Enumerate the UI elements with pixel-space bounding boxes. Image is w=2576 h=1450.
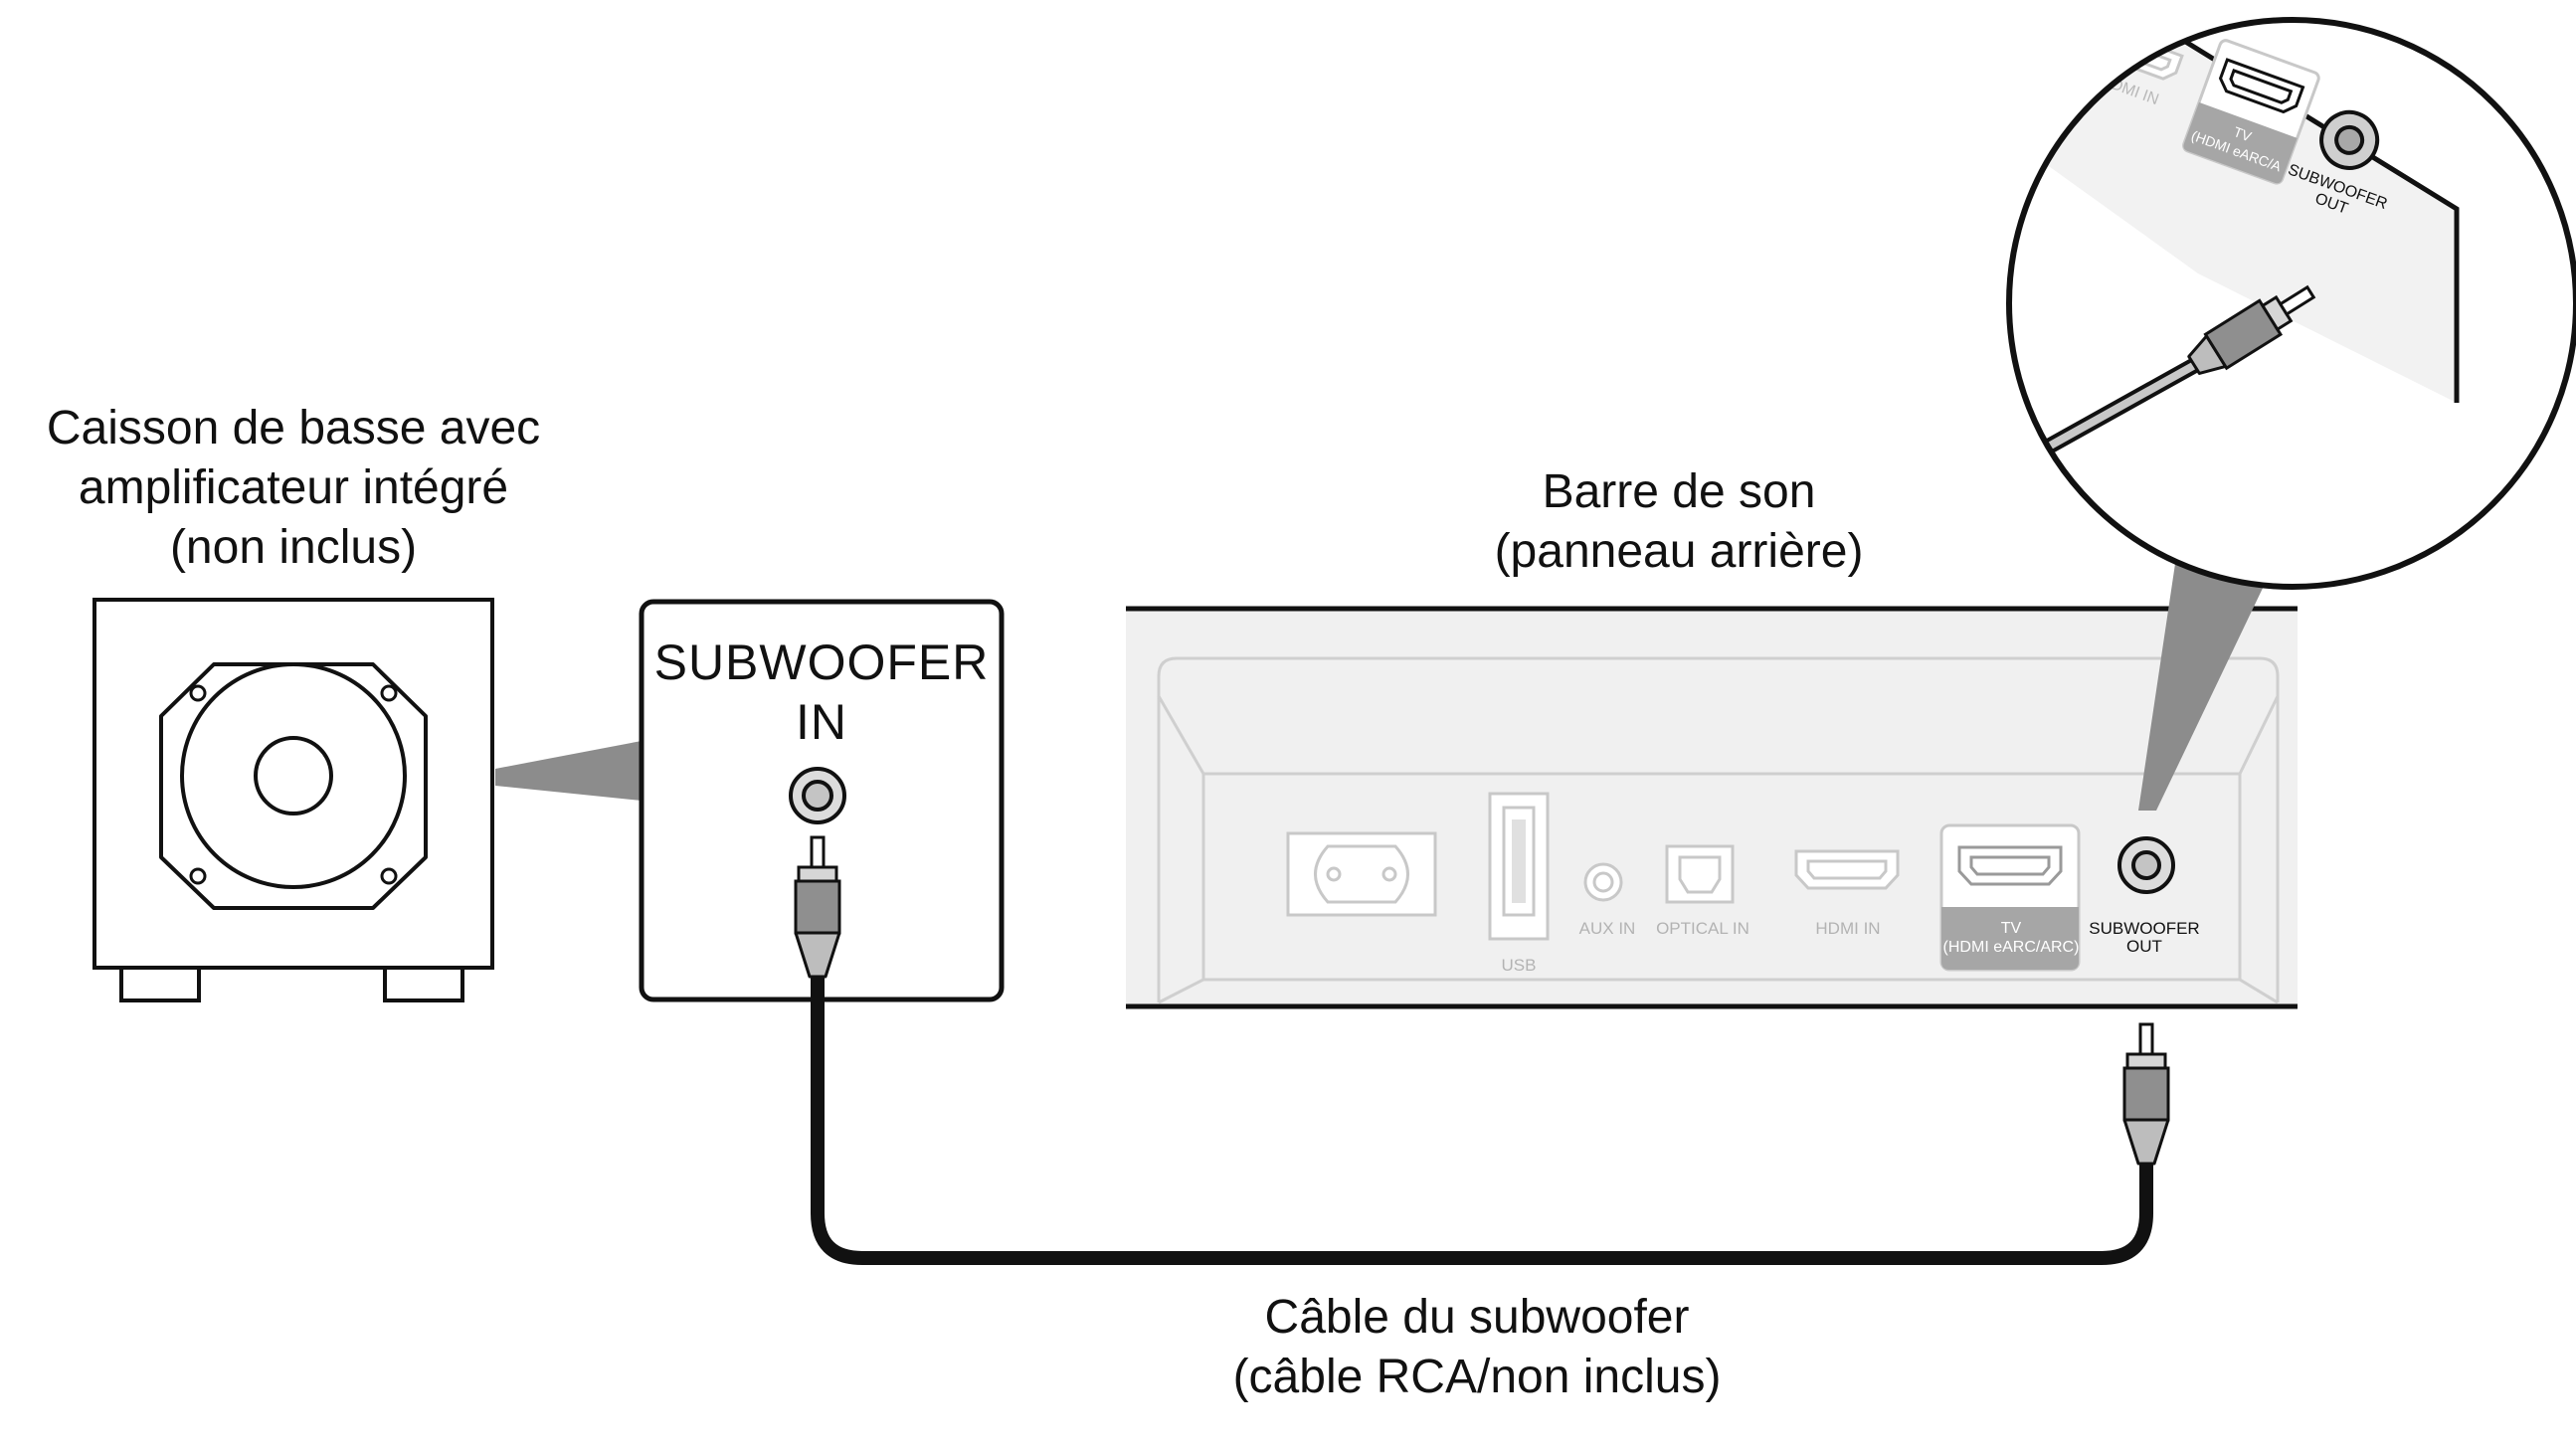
subwoofer-illustration [92,598,494,1002]
hdmi-in-port [1794,849,1900,890]
soundbar-label-line1: Barre de son [1543,465,1816,518]
subwoofer-out-port [2117,836,2175,894]
cable-label-line1: Câble du subwoofer [1265,1291,1690,1344]
speaker-dust-cap [254,736,333,816]
aux-in-port [1583,862,1623,902]
speaker-screw-tl [189,684,207,702]
subwoofer-label-line1: Caisson de basse avec [47,402,540,454]
aux-in-label: AUX IN [1579,919,1636,938]
subwoofer-in-title-line2: IN [796,694,847,750]
subwoofer-cable [811,973,2153,1265]
zoom-circle-border [2006,17,2576,590]
subwoofer-callout-pointer [495,741,642,801]
soundbar-rear-panel [1126,606,2298,1009]
power-inlet-icon [1286,831,1437,917]
subwoofer-out-label-line1: SUBWOOFER [2089,919,2199,938]
cable-label-line2: (câble RCA/non inclus) [1233,1351,1722,1403]
optical-in-port [1665,844,1735,904]
zoom-callout-pointer [2138,557,2278,811]
subwoofer-in-jack [789,767,846,824]
zoom-detail: HDMI IN TV (HDMI eARC/A SUBWOOFER OUT [2009,20,2576,587]
speaker-screw-bl [189,867,207,885]
usb-port [1488,792,1550,941]
tv-port-label-line2: (HDMI eARC/ARC) [1943,939,2080,956]
subwoofer-in-title-line1: SUBWOOFER [654,634,990,690]
speaker-screw-br [380,867,398,885]
tv-earc-port [1939,823,2081,972]
subwoofer-label-line3: (non inclus) [170,521,417,574]
speaker-screw-tr [380,684,398,702]
tv-port-label-line1: TV [2001,920,2022,937]
rca-plug-right [2122,1022,2170,1166]
soundbar-label-line2: (panneau arrière) [1495,525,1864,578]
rca-plug-left [794,835,841,979]
subwoofer-out-label-line2: OUT [2126,937,2162,956]
optical-in-label: OPTICAL IN [1656,919,1749,938]
subwoofer-foot-left [119,966,201,1002]
zoom-tv-label-line1: TV [2232,123,2255,144]
subwoofer-foot-right [383,966,464,1002]
usb-port-label: USB [1502,956,1537,975]
hdmi-in-label: HDMI IN [1815,919,1880,938]
subwoofer-label-line2: amplificateur intégré [79,461,508,514]
